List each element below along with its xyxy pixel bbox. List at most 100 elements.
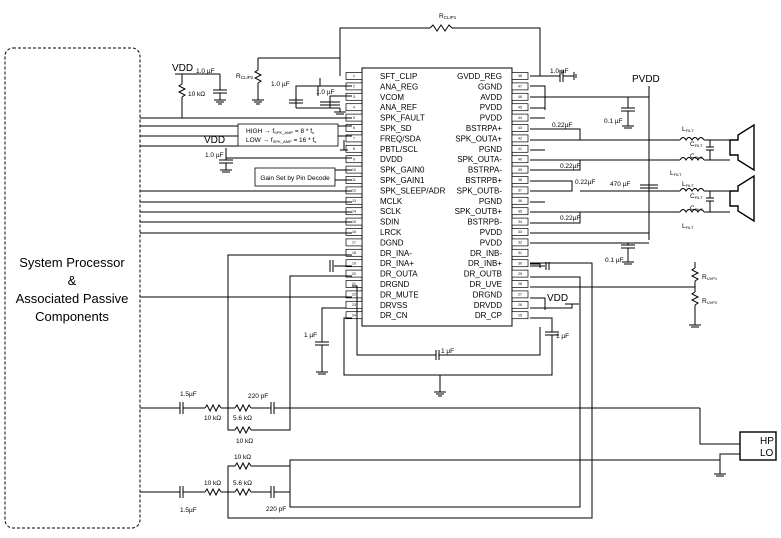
ic-right-pin-label: PVDD xyxy=(480,103,502,112)
ic-right-pin-label: SPK_OUTA+ xyxy=(455,134,502,143)
ic-left-pin-number: 23 xyxy=(352,303,356,307)
ic-right-pin-label: PVDD xyxy=(480,228,502,237)
processor-label-1: System Processor xyxy=(19,255,125,270)
ic-left-pin-number: 1 xyxy=(353,74,355,78)
ic-left-pin-label: DRGND xyxy=(380,280,410,289)
ruvp1-label: RUVP1 xyxy=(702,274,718,281)
hp-cap-bot-label: 1.5µF xyxy=(180,507,197,514)
ic-right-pin-label: DRVDD xyxy=(474,301,503,310)
hp-jack-label-a: HP xyxy=(760,436,774,447)
ic-left-pin-label: DR_OUTA xyxy=(380,270,418,279)
ic-right-pin-label: GGND xyxy=(478,82,502,91)
ic-right-pin-label: BSTRPA+ xyxy=(466,124,502,133)
cap-1u-left-label: 1 µF xyxy=(304,332,317,339)
ic-right-pin-number: 45 xyxy=(518,105,522,109)
ic-right-pins: 48GVDD_REG47GGND46AVDD45PVDD44PVDD43BSTR… xyxy=(455,72,529,320)
ic-right-pin-number: 26 xyxy=(518,303,522,307)
ic-right-pin-number: 47 xyxy=(518,85,522,89)
ic-right-pin-label: AVDD xyxy=(480,93,502,102)
cap-470-label: 470 µF xyxy=(610,181,630,188)
ic-right-pin-number: 38 xyxy=(518,178,522,182)
ic-right-pin-label: PGND xyxy=(479,145,502,154)
ic-right-pin-label: SPK_OUTB- xyxy=(457,186,503,195)
hp-r56-a-label: 5.6 kΩ xyxy=(233,415,252,422)
ic-left-pin-label: SFT_CLIP xyxy=(380,72,417,81)
ic-right-pin-label: SPK_OUTB+ xyxy=(455,207,503,216)
ic-left-pin-number: 4 xyxy=(353,105,355,109)
ic-right-pin-label: DR_UVE xyxy=(470,280,502,289)
vdd-top-label: VDD xyxy=(172,63,193,74)
ic-right-pin-number: 32 xyxy=(518,241,522,245)
cfilt-label-3: CFILT xyxy=(690,193,703,200)
ic-left-pin-label: DR_MUTE xyxy=(380,290,419,299)
bootstrap-caps: 0.22µF 0.22µF 0.22µF 0.22µF xyxy=(530,122,680,224)
ic-left-pin-number: 6 xyxy=(353,126,355,130)
ic-right-pin-number: 42 xyxy=(518,137,522,141)
ruvp2-label: RUVP2 xyxy=(702,298,718,305)
ic-right-pin: 47 GGND xyxy=(478,82,529,91)
rclip2-label: RCLIP2 xyxy=(236,73,254,80)
ic-left-pin: 20 DR_OUTA xyxy=(345,270,418,279)
driver-section: VDD 1 µF 1 µF 1 µF xyxy=(304,260,579,397)
rclip1-network: RCLIP1 xyxy=(339,13,541,76)
output-filters: LFILT LFILT LFILT LFILT CFILT CFILT CFIL… xyxy=(670,123,755,230)
ic-right-pin-number: 25 xyxy=(518,313,522,317)
headphone-network: 1.5µF 10 kΩ 5.6 kΩ 220 pF 10 kΩ 1.5µF 10… xyxy=(140,254,777,519)
gvdd-cap: 1.0 µF xyxy=(530,68,577,110)
cap-1uf-b-label: 1.0 µF xyxy=(271,81,290,88)
ic-left-pin-label: FREQ/SDA xyxy=(380,134,422,143)
ic-left-pin-label: ANA_REF xyxy=(380,103,417,112)
lfilt-label-3: LFILT xyxy=(682,181,694,188)
freq-note-box: HIGH → fSPK_AMP = 8 * fs LOW → fSPK_AMP … xyxy=(237,123,352,151)
ic-right-pin-number: 41 xyxy=(518,147,522,151)
ic-left-pin-number: 10 xyxy=(352,168,356,172)
ic-left-pin-number: 2 xyxy=(353,85,355,89)
ic-left-pin-number: 18 xyxy=(352,251,356,255)
vdd-mid-network: VDD 1.0 µF xyxy=(204,135,352,173)
speaker-b-icon xyxy=(729,174,755,223)
ic-right-pin-number: 39 xyxy=(518,168,522,172)
cfilt-label-4: CFILT xyxy=(690,205,703,212)
ic-left-pin-label: DGND xyxy=(380,238,404,247)
ic-right-pin: 42 SPK_OUTA+ xyxy=(455,134,529,143)
ic-right-pin-label: GVDD_REG xyxy=(457,72,502,81)
ic-left-pin-label: DVDD xyxy=(380,155,403,164)
processor-label-3: Associated Passive xyxy=(16,291,129,306)
ic-right-pin-number: 34 xyxy=(518,220,522,224)
ic-left-pin-number: 24 xyxy=(352,313,356,317)
cap-bst-1-label: 0.22µF xyxy=(552,122,572,129)
rclip2-network: RCLIP2 xyxy=(236,57,340,105)
ic-right-pin: 41 PGND xyxy=(479,145,529,154)
ic-left-pin-label: DR_INA+ xyxy=(380,259,414,268)
ic-right-pin: 45 PVDD xyxy=(480,103,529,112)
ic-right-pin-number: 30 xyxy=(518,261,522,265)
ic-left-pin-number: 14 xyxy=(352,209,356,213)
cap-1uf-a-label: 1.0 µF xyxy=(196,68,215,75)
lfilt-label-2: LFILT xyxy=(670,170,682,177)
ic-left-pin-label: SPK_SLEEP/ADR xyxy=(380,186,446,195)
hp-r10k-a-label: 10 kΩ xyxy=(204,415,221,422)
ic-left-pin-number: 22 xyxy=(352,293,356,297)
cap-1u-right-label: 1 µF xyxy=(556,333,569,340)
ic-left-pin-number: 20 xyxy=(352,272,356,276)
